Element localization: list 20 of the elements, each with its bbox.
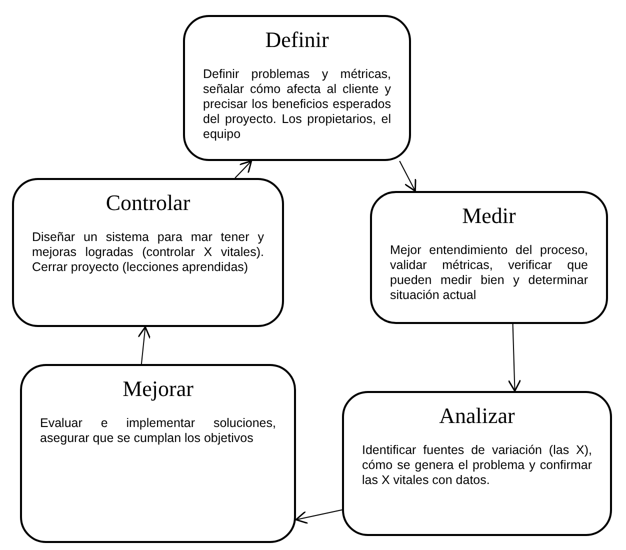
arrow	[295, 509, 342, 524]
process-box	[20, 364, 296, 543]
box-title: Definir	[264, 27, 330, 53]
box-title: Mejorar	[122, 376, 194, 402]
box-description: Mejor entendimiento del proceso, validar métricas, verificar que pueden medir bien y determinar situación actual	[390, 243, 588, 303]
box-description: Diseñar un sistema para mar tener y mejoras logradas (controlar X vitales). Cerrar proyecto (lecciones aprendidas)	[32, 230, 264, 275]
arrow	[137, 326, 151, 364]
process-box	[12, 178, 284, 327]
process-box	[370, 191, 608, 324]
box-description: Identificar fuentes de variación (las X), cómo se genera el problema y confirmar las X vitales con datos.	[362, 443, 592, 488]
arrow	[234, 160, 252, 178]
box-title: Controlar	[104, 190, 192, 216]
box-title: Medir	[461, 203, 517, 229]
box-description: Evaluar e implementar soluciones, asegurar que se cumplan los objetivos	[40, 416, 276, 446]
arrow	[399, 160, 416, 192]
process-box	[342, 391, 612, 536]
process-box	[183, 15, 411, 161]
box-description: Definir problemas y métricas, señalar cómo afecta al cliente y precisar los beneficios esperados del proyecto. Los propietarios, el equipo	[203, 67, 391, 142]
arrow	[508, 324, 522, 392]
box-title: Analizar	[438, 403, 516, 429]
